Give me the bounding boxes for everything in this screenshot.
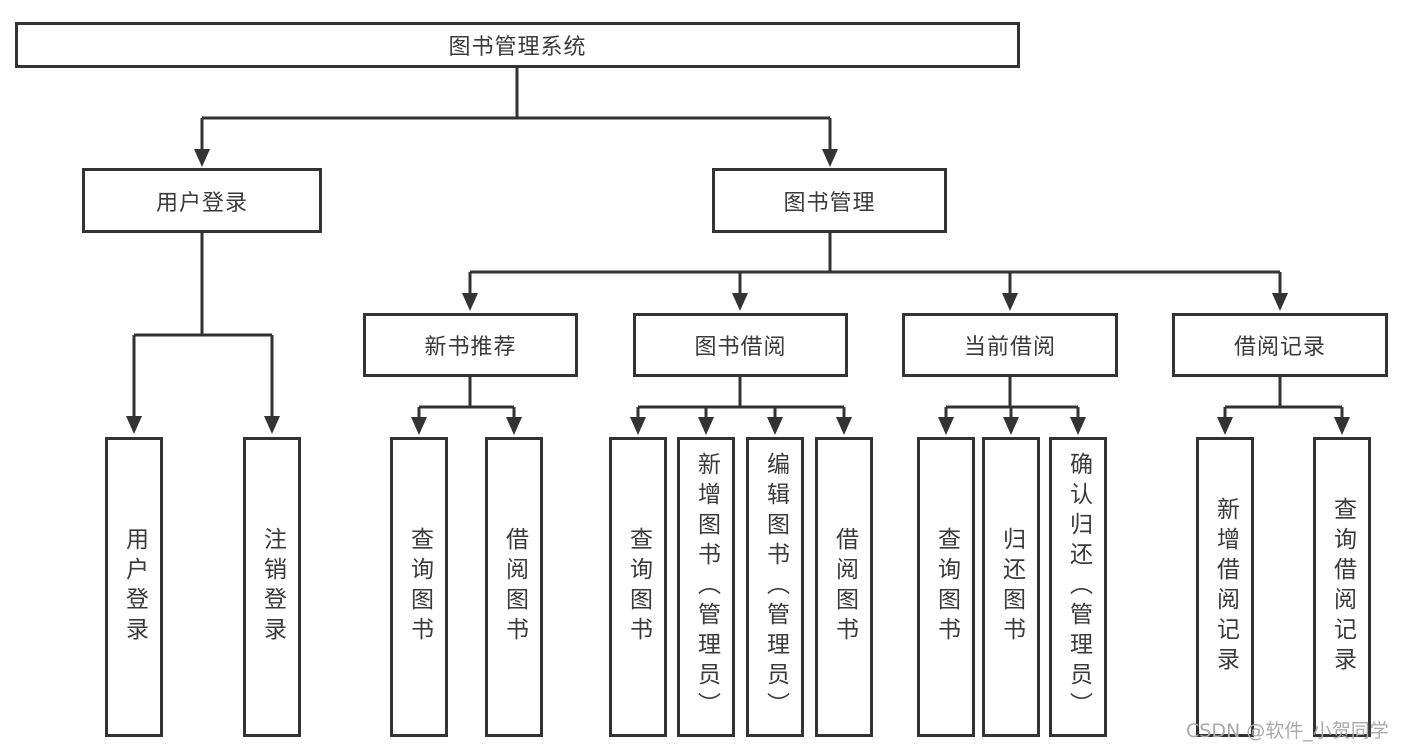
leaf-label: 编辑图书（管理员） (762, 452, 789, 722)
leaf-label: 新增借阅记录 (1212, 497, 1239, 677)
leaf-query-books-borrow: 查询图书 (609, 437, 667, 737)
leaf-add-borrow-record: 新增借阅记录 (1196, 437, 1254, 737)
leaf-label: 借阅图书 (831, 527, 858, 647)
leaf-label: 查询图书 (406, 527, 433, 647)
arrowhead (1002, 293, 1018, 311)
arrowhead (1334, 417, 1350, 435)
leaf-borrow-books-recommend: 借阅图书 (485, 437, 543, 737)
leaf-confirm-return-admin: 确认归还（管理员） (1049, 437, 1107, 737)
node-label: 图书管理系统 (448, 35, 587, 60)
leaf-label: 用户登录 (121, 527, 148, 647)
leaf-add-books-admin: 新增图书（管理员） (677, 437, 735, 737)
arrowhead (1070, 417, 1086, 435)
arrowhead (698, 417, 714, 435)
leaf-label: 查询图书 (625, 527, 652, 647)
arrowhead (1217, 417, 1233, 435)
node-label: 图书管理 (783, 190, 876, 216)
leaf-label: 查询图书 (933, 527, 960, 647)
node-user-login: 用户登录 (82, 168, 322, 233)
node-new-book-recommend: 新书推荐 (363, 313, 578, 377)
leaf-borrow-books: 借阅图书 (815, 437, 873, 737)
arrowhead (264, 416, 280, 434)
arrowhead (732, 293, 748, 311)
arrowhead (126, 416, 142, 434)
node-current-borrow: 当前借阅 (902, 313, 1118, 377)
arrowhead (938, 417, 954, 435)
leaf-label: 查询借阅记录 (1329, 497, 1356, 677)
arrowhead (822, 149, 838, 167)
leaf-edit-books-admin: 编辑图书（管理员） (746, 437, 804, 737)
node-label: 当前借阅 (963, 335, 1056, 360)
node-label: 用户登录 (155, 190, 248, 216)
arrowhead (411, 417, 427, 435)
node-book-management: 图书管理 (712, 168, 947, 233)
leaf-query-borrow-record: 查询借阅记录 (1313, 437, 1371, 737)
leaf-label: 借阅图书 (501, 527, 528, 647)
leaf-query-books-current: 查询图书 (917, 437, 975, 737)
leaf-label: 注销登录 (259, 527, 286, 647)
leaf-logout: 注销登录 (243, 437, 301, 737)
arrowhead (836, 417, 852, 435)
node-label: 借阅记录 (1233, 335, 1326, 360)
leaf-query-books-recommend: 查询图书 (390, 437, 448, 737)
arrowhead (630, 417, 646, 435)
arrowhead (767, 417, 783, 435)
arrowhead (194, 149, 210, 167)
arrowhead (1272, 293, 1288, 311)
arrowhead (462, 293, 478, 311)
node-borrow-records: 借阅记录 (1172, 313, 1388, 377)
csdn-watermark: CSDN @软件_小贺同学 (1186, 720, 1389, 742)
node-library-system: 图书管理系统 (15, 22, 1020, 68)
node-book-borrow: 图书借阅 (633, 313, 848, 377)
arrowhead (1003, 417, 1019, 435)
leaf-user-login: 用户登录 (105, 437, 163, 737)
node-label: 新书推荐 (424, 335, 517, 360)
leaf-label: 确认归还（管理员） (1065, 452, 1092, 722)
leaf-return-books: 归还图书 (982, 437, 1040, 737)
leaf-label: 新增图书（管理员） (693, 452, 720, 722)
node-label: 图书借阅 (694, 335, 787, 360)
arrowhead (506, 417, 522, 435)
leaf-label: 归还图书 (998, 527, 1025, 647)
